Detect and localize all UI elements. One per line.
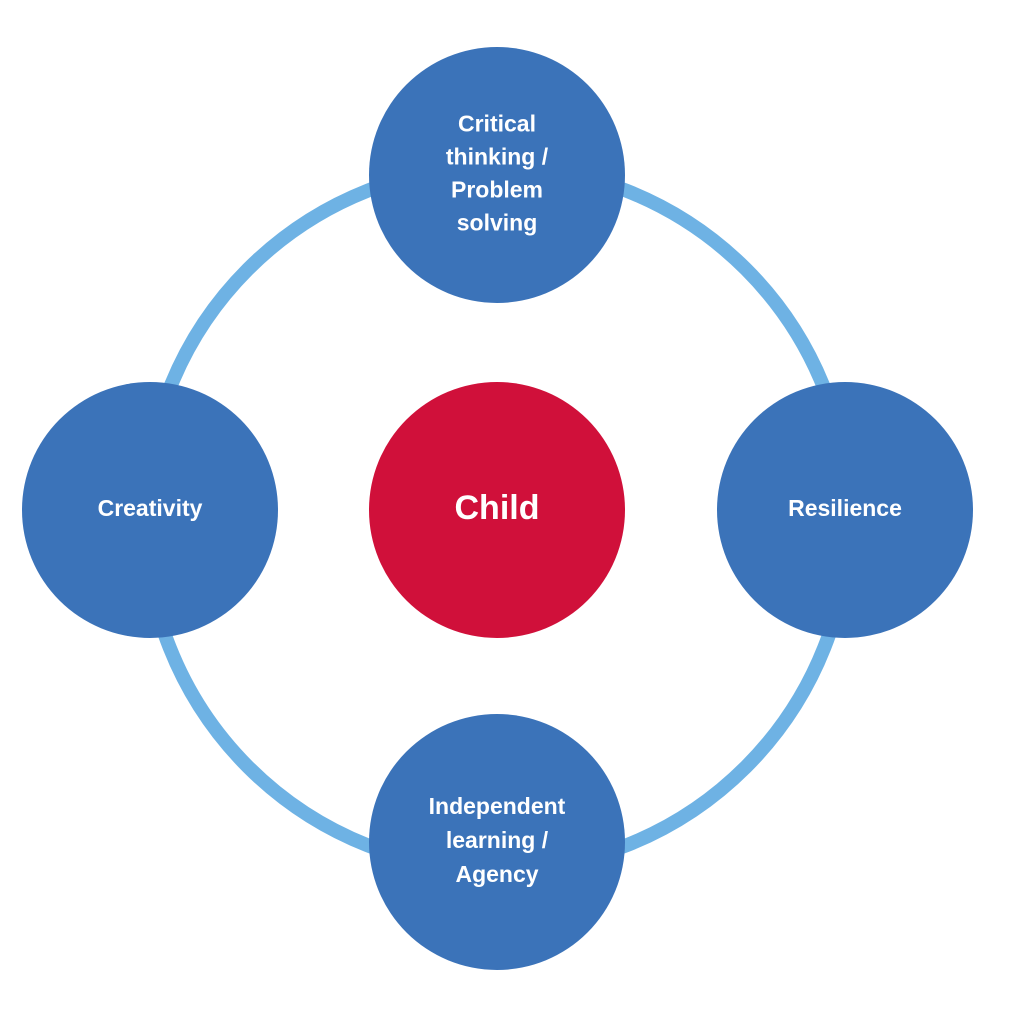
- node-left: Creativity: [22, 382, 278, 638]
- center-node-circle: [369, 382, 625, 638]
- node-top-label-line: Problem: [451, 177, 543, 203]
- center-node-label-line: Child: [455, 489, 540, 527]
- node-bottom-circle: [369, 714, 625, 970]
- node-right-label-line: Resilience: [788, 495, 902, 521]
- node-bottom-label-line: learning /: [446, 827, 549, 853]
- node-bottom: Independent learning / Agency: [369, 714, 625, 970]
- node-left-circle: [22, 382, 278, 638]
- nodes-layer: Critical thinking / Problem solvingResilien…: [22, 47, 973, 970]
- node-top-label-line: solving: [457, 210, 538, 236]
- node-bottom-label-line: Independent: [429, 793, 566, 819]
- node-top: Critical thinking / Problem solving: [369, 47, 625, 303]
- node-right-circle: [717, 382, 973, 638]
- node-top-label-line: Critical: [458, 111, 536, 137]
- node-right: Resilience: [717, 382, 973, 638]
- node-left-label-line: Creativity: [98, 495, 203, 521]
- node-top-label-line: thinking /: [446, 144, 549, 170]
- center-node: Child: [369, 382, 625, 638]
- node-top-circle: [369, 47, 625, 303]
- center-layer: Child: [369, 382, 625, 638]
- node-bottom-label-line: Agency: [455, 861, 538, 887]
